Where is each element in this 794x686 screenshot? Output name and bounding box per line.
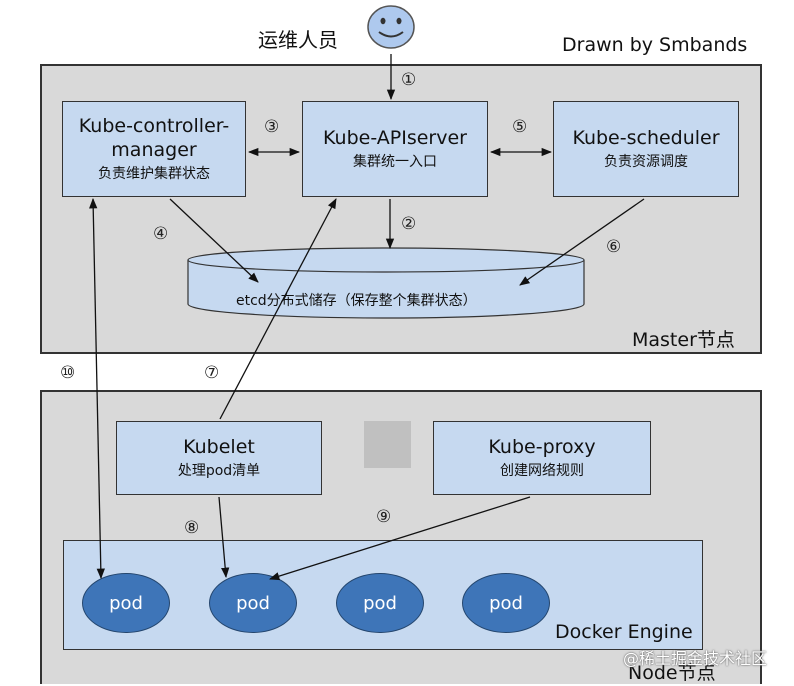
arrow-controller-to-etcd — [169, 198, 259, 283]
credit-text: Drawn by Smbands — [562, 34, 748, 56]
pod-4: pod — [462, 573, 550, 633]
arrow-scheduler-to-etcd — [519, 198, 645, 286]
step-3: ③ — [264, 117, 280, 137]
etcd-cylinder — [186, 246, 586, 320]
step-7: ⑦ — [204, 363, 220, 383]
master-node-label: Master节点 — [632, 329, 735, 351]
arrow-proxy-to-pod — [269, 496, 531, 581]
step-1: ① — [401, 70, 417, 90]
scheduler-desc: 负责资源调度 — [604, 154, 688, 170]
step-10: ⑩ — [60, 363, 76, 383]
kubelet-title: Kubelet — [183, 436, 255, 458]
apiserver-title: Kube-APIserver — [323, 127, 467, 149]
operator-smiley-icon — [366, 4, 416, 50]
placeholder-square — [364, 421, 411, 468]
operator-label: 运维人员 — [258, 28, 338, 52]
controller-manager-title-1: Kube-controller- — [78, 115, 230, 137]
docker-engine-label: Docker Engine — [555, 621, 693, 643]
pod-1: pod — [82, 573, 170, 633]
controller-manager-title-2: manager — [111, 139, 197, 161]
etcd-label: etcd分布式储存（保存整个集群状态） — [236, 293, 477, 309]
step-8: ⑧ — [184, 518, 200, 538]
watermark-text: @稀土掘金技术社区 — [623, 649, 768, 668]
scheduler-box: Kube-scheduler 负责资源调度 — [553, 101, 739, 197]
apiserver-desc: 集群统一入口 — [353, 154, 437, 170]
controller-manager-box: Kube-controller- manager 负责维护集群状态 — [62, 101, 246, 197]
pod-3: pod — [336, 573, 424, 633]
controller-manager-desc: 负责维护集群状态 — [98, 166, 210, 182]
step-2: ② — [401, 214, 417, 234]
step-6: ⑥ — [606, 237, 622, 257]
scheduler-title: Kube-scheduler — [572, 127, 720, 149]
step-4: ④ — [153, 224, 169, 244]
worker-node-label: Node节点 — [628, 662, 716, 684]
kubelet-box: Kubelet 处理pod清单 — [116, 421, 322, 495]
kubelet-desc: 处理pod清单 — [177, 463, 261, 479]
arrow-kubelet-to-apiserver — [219, 198, 337, 420]
step-9: ⑨ — [376, 507, 392, 527]
kube-proxy-title: Kube-proxy — [488, 436, 596, 458]
pod-2: pod — [209, 573, 297, 633]
kube-proxy-box: Kube-proxy 创建网络规则 — [433, 421, 651, 495]
step-5: ⑤ — [512, 117, 528, 137]
kube-proxy-desc: 创建网络规则 — [500, 463, 584, 479]
arrow-kubelet-to-pod — [218, 496, 230, 579]
arrow-controller-pod — [89, 197, 105, 580]
apiserver-box: Kube-APIserver 集群统一入口 — [302, 101, 488, 197]
